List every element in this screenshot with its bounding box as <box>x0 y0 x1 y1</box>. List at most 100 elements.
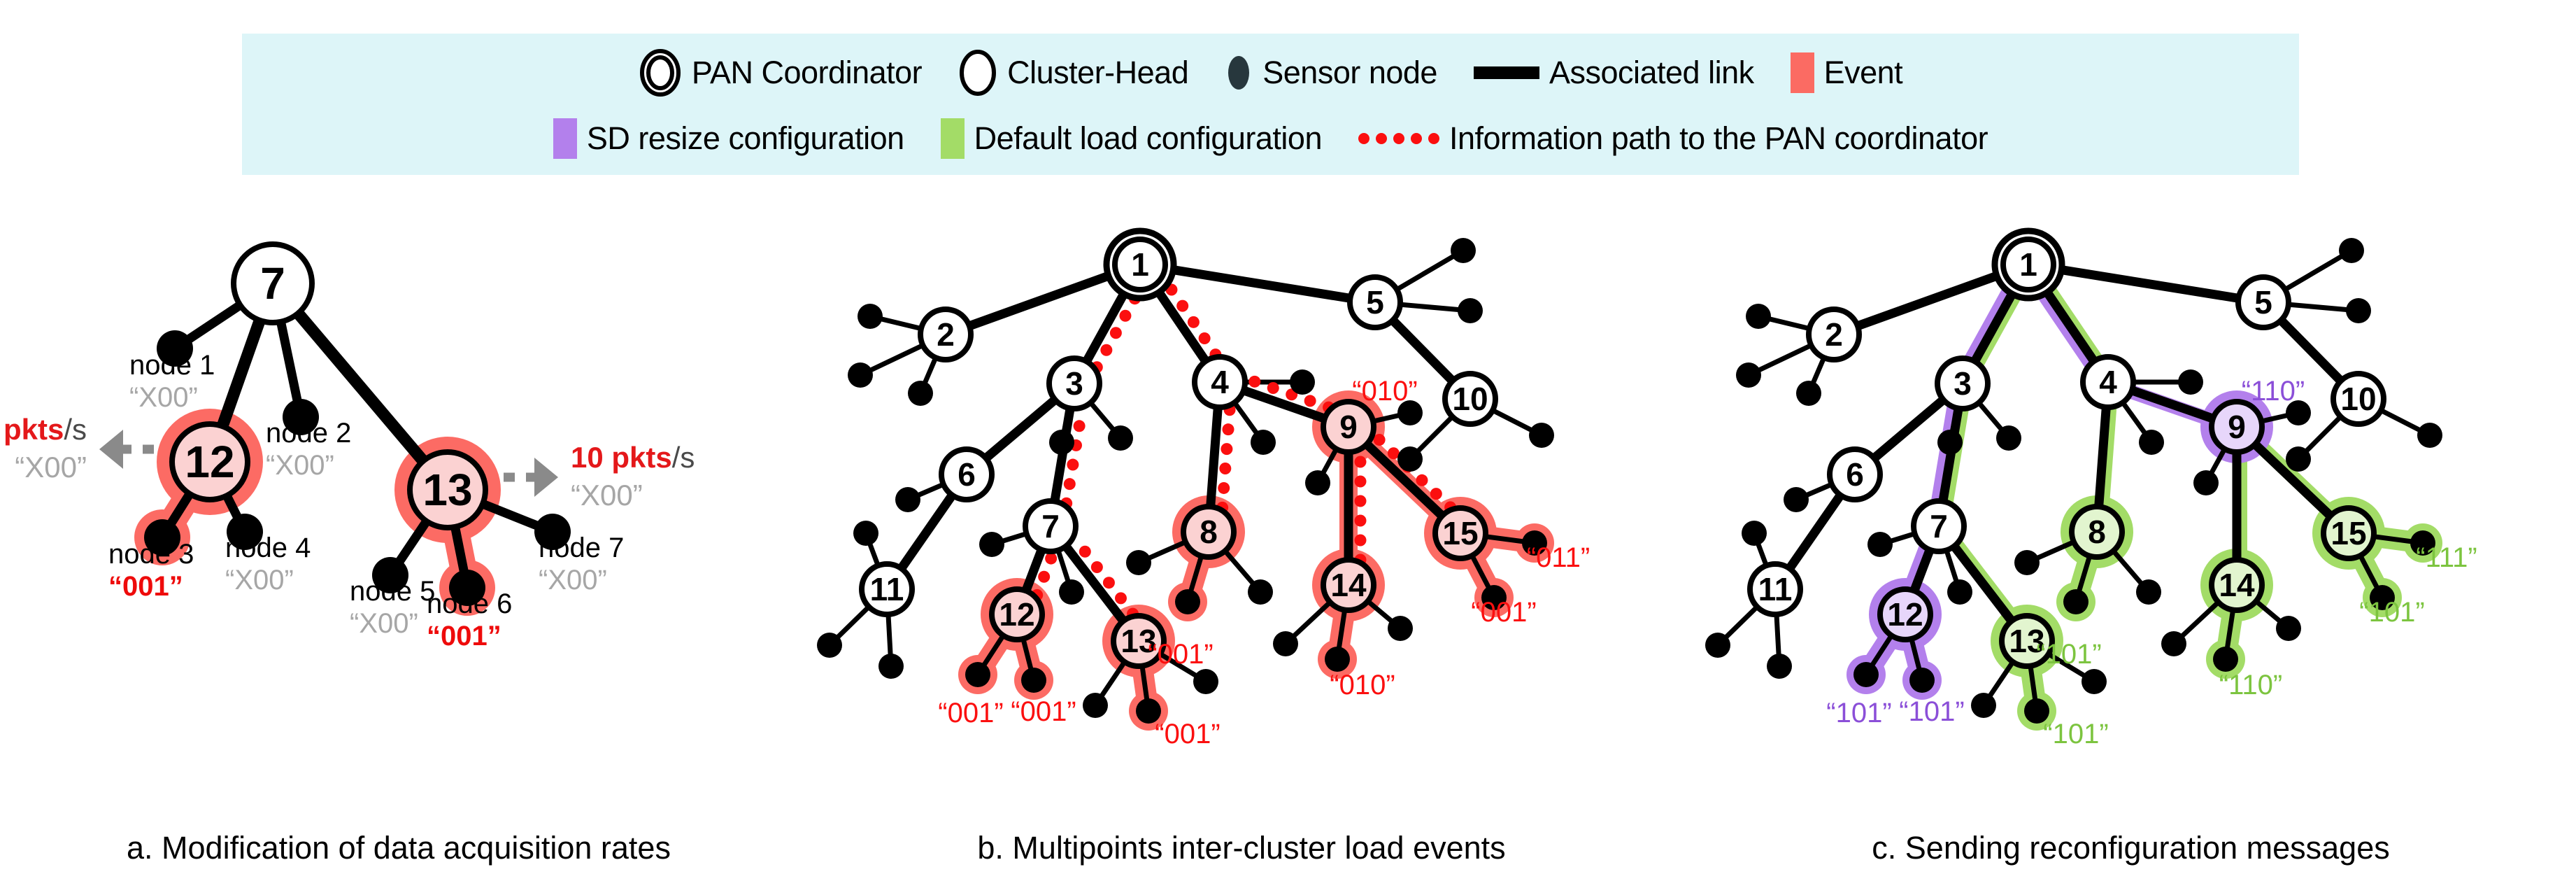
sensor-node <box>2370 585 2395 610</box>
cluster-head-node[interactable] <box>2331 371 2386 427</box>
cluster-head-node[interactable] <box>2321 505 2377 561</box>
cluster-head-node[interactable] <box>1347 274 1403 330</box>
cluster-head-id-label: 2 <box>937 316 955 353</box>
sensor-node <box>1522 530 1547 556</box>
cluster-head-node[interactable] <box>1935 355 1991 411</box>
associated-link <box>266 277 454 496</box>
cluster-head-node[interactable] <box>1747 561 1803 617</box>
code-label: “001” <box>938 698 1003 728</box>
sensor-node <box>1397 400 1423 425</box>
legend-item-associated-link: Associated link <box>1473 55 1754 91</box>
code-label: “010” <box>1352 376 1417 407</box>
sensor-node <box>227 514 263 550</box>
cluster-head-node[interactable] <box>1442 371 1498 427</box>
information-path-dot <box>1354 534 1367 547</box>
sensor-node <box>1705 633 1730 658</box>
caption-b: b. Multipoints inter-cluster load events <box>977 830 1506 866</box>
sensor-node-code-label: “X00” <box>129 382 198 413</box>
sensor-node <box>2193 470 2219 495</box>
cluster-head-node[interactable] <box>1806 306 1862 362</box>
cluster-head-id-label: 15 <box>2331 515 2366 551</box>
rate-value-label: 10 pkts/s <box>571 441 695 474</box>
cluster-head-node[interactable] <box>989 586 1045 642</box>
sensor-node <box>2346 298 2371 323</box>
sensor-node-name-label: node 3 <box>108 539 194 570</box>
sensor-node <box>1796 381 1821 406</box>
cluster-head-node[interactable] <box>1432 505 1488 561</box>
cluster-head-id-label: 14 <box>1330 567 1367 603</box>
rate-arrow-icon <box>534 458 558 497</box>
cluster-head-id-label: 3 <box>1065 365 1083 402</box>
cluster-head-node[interactable] <box>1877 586 1933 642</box>
cluster-head-node[interactable] <box>1827 446 1883 502</box>
cluster-head-node[interactable] <box>2235 274 2291 330</box>
information-path-dot <box>1219 463 1232 475</box>
cluster-head-node[interactable] <box>2209 557 2265 613</box>
pan-coordinator-id-label: 1 <box>1131 246 1149 283</box>
cluster-head-node[interactable] <box>918 306 974 362</box>
information-path-dot <box>1114 592 1127 605</box>
information-path-dot <box>1248 375 1261 388</box>
rate-arrow-icon <box>99 430 123 469</box>
information-path-dot <box>1267 382 1279 395</box>
information-path-dot <box>1045 552 1058 565</box>
cluster-head-id-label: 15 <box>1442 515 1478 551</box>
code-label: “101” <box>2359 597 2424 628</box>
cluster-head-node[interactable] <box>2080 354 2136 410</box>
sensor-node <box>1784 487 1809 512</box>
legend-item-sensor-node: Sensor node <box>1225 53 1437 92</box>
legend-label-cluster-head: Cluster-Head <box>1007 55 1189 90</box>
cluster-head-node[interactable] <box>2209 399 2265 455</box>
information-path-dot <box>1304 395 1316 407</box>
rate-annotation: 10 pkts/s“X00” <box>504 441 695 512</box>
cluster-head-node[interactable] <box>1023 498 1079 554</box>
information-path-dot <box>1354 514 1367 527</box>
caption-c: c. Sending reconfiguration messages <box>1872 830 2390 866</box>
information-path-dot <box>1109 327 1122 339</box>
sensor-node <box>1867 532 1893 557</box>
cluster-head-node[interactable] <box>1192 354 1248 410</box>
information-path-dot <box>1063 478 1076 491</box>
cluster-head-node[interactable] <box>1046 355 1102 411</box>
code-label: “101” <box>1826 698 1891 728</box>
information-path-dot <box>1416 474 1428 486</box>
cluster-head-node[interactable] <box>2069 504 2125 560</box>
code-label: “001” <box>1148 639 1213 670</box>
sensor-node <box>1909 668 1935 693</box>
cluster-head-node[interactable] <box>1321 399 1376 455</box>
sensor-node <box>1388 616 1413 641</box>
cluster-head-id-label: 5 <box>1366 284 1384 320</box>
sensor-node <box>2213 647 2238 672</box>
pan-coordinator-id-label: 1 <box>2019 246 2037 283</box>
sensor-node <box>965 662 990 687</box>
sensor-node <box>2178 369 2203 395</box>
information-path-dot <box>1038 570 1051 583</box>
cluster-head-node[interactable] <box>1321 557 1376 613</box>
cluster-head-node[interactable] <box>1911 498 1967 554</box>
cluster-head-node[interactable] <box>1999 613 2055 669</box>
cluster-head-node[interactable] <box>1181 504 1237 560</box>
information-path-dot <box>1198 332 1211 344</box>
cluster-head-node[interactable] <box>939 446 995 502</box>
rate-annotation: 9 pkts/s“X00” <box>0 413 154 484</box>
sensor-node-code-label: “001” <box>108 571 183 602</box>
cluster-head-node[interactable] <box>407 449 488 530</box>
sensor-node <box>2339 238 2364 263</box>
information-path-dot <box>1373 433 1386 446</box>
event-swatch-icon <box>1790 52 1814 93</box>
legend-label-pan-coordinator: PAN Coordinator <box>691 55 923 90</box>
cluster-head-node[interactable] <box>1111 613 1167 669</box>
sensor-node <box>1059 579 1084 605</box>
sensor-node <box>2136 579 2161 605</box>
cluster-head-node[interactable] <box>231 241 315 325</box>
cluster-head-node[interactable] <box>169 421 250 502</box>
rate-code-label: “X00” <box>15 451 87 484</box>
cluster-head-node[interactable] <box>859 561 915 617</box>
